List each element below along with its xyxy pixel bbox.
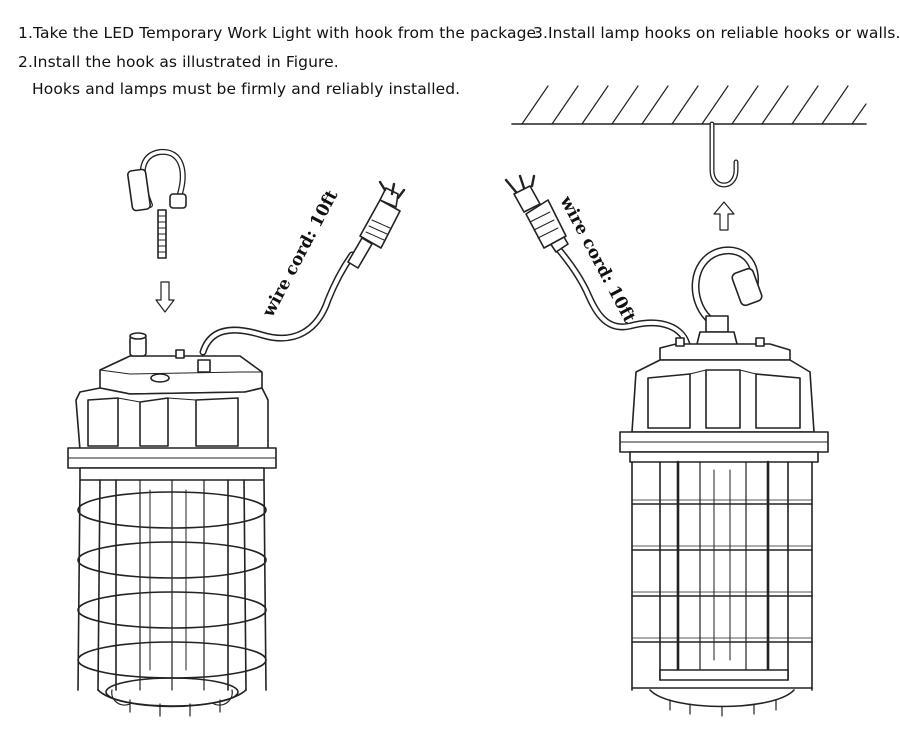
right-lamp-cage-icon xyxy=(631,460,813,717)
step-2-note: Hooks and lamps must be firmly and relia… xyxy=(32,80,461,98)
down-arrow-icon xyxy=(155,281,175,313)
step-1-text: 1.Take the LED Temporary Work Light with… xyxy=(18,24,542,42)
left-hook-icon xyxy=(127,148,187,259)
up-arrow-icon xyxy=(713,201,735,231)
right-lamp-housing-icon xyxy=(619,337,829,463)
left-lamp-housing-icon xyxy=(67,332,277,481)
step-3-text: 3.Install lamp hooks on reliable hooks o… xyxy=(533,24,900,42)
left-cord-plug-icon xyxy=(199,180,406,356)
ceiling-hook-icon xyxy=(709,121,739,188)
left-lamp-cage-icon xyxy=(77,479,267,717)
step-2-text: 2.Install the hook as illustrated in Fig… xyxy=(18,53,339,71)
right-hook-icon xyxy=(691,246,763,349)
right-cord-plug-icon xyxy=(504,174,692,352)
ceiling-icon xyxy=(511,85,867,125)
